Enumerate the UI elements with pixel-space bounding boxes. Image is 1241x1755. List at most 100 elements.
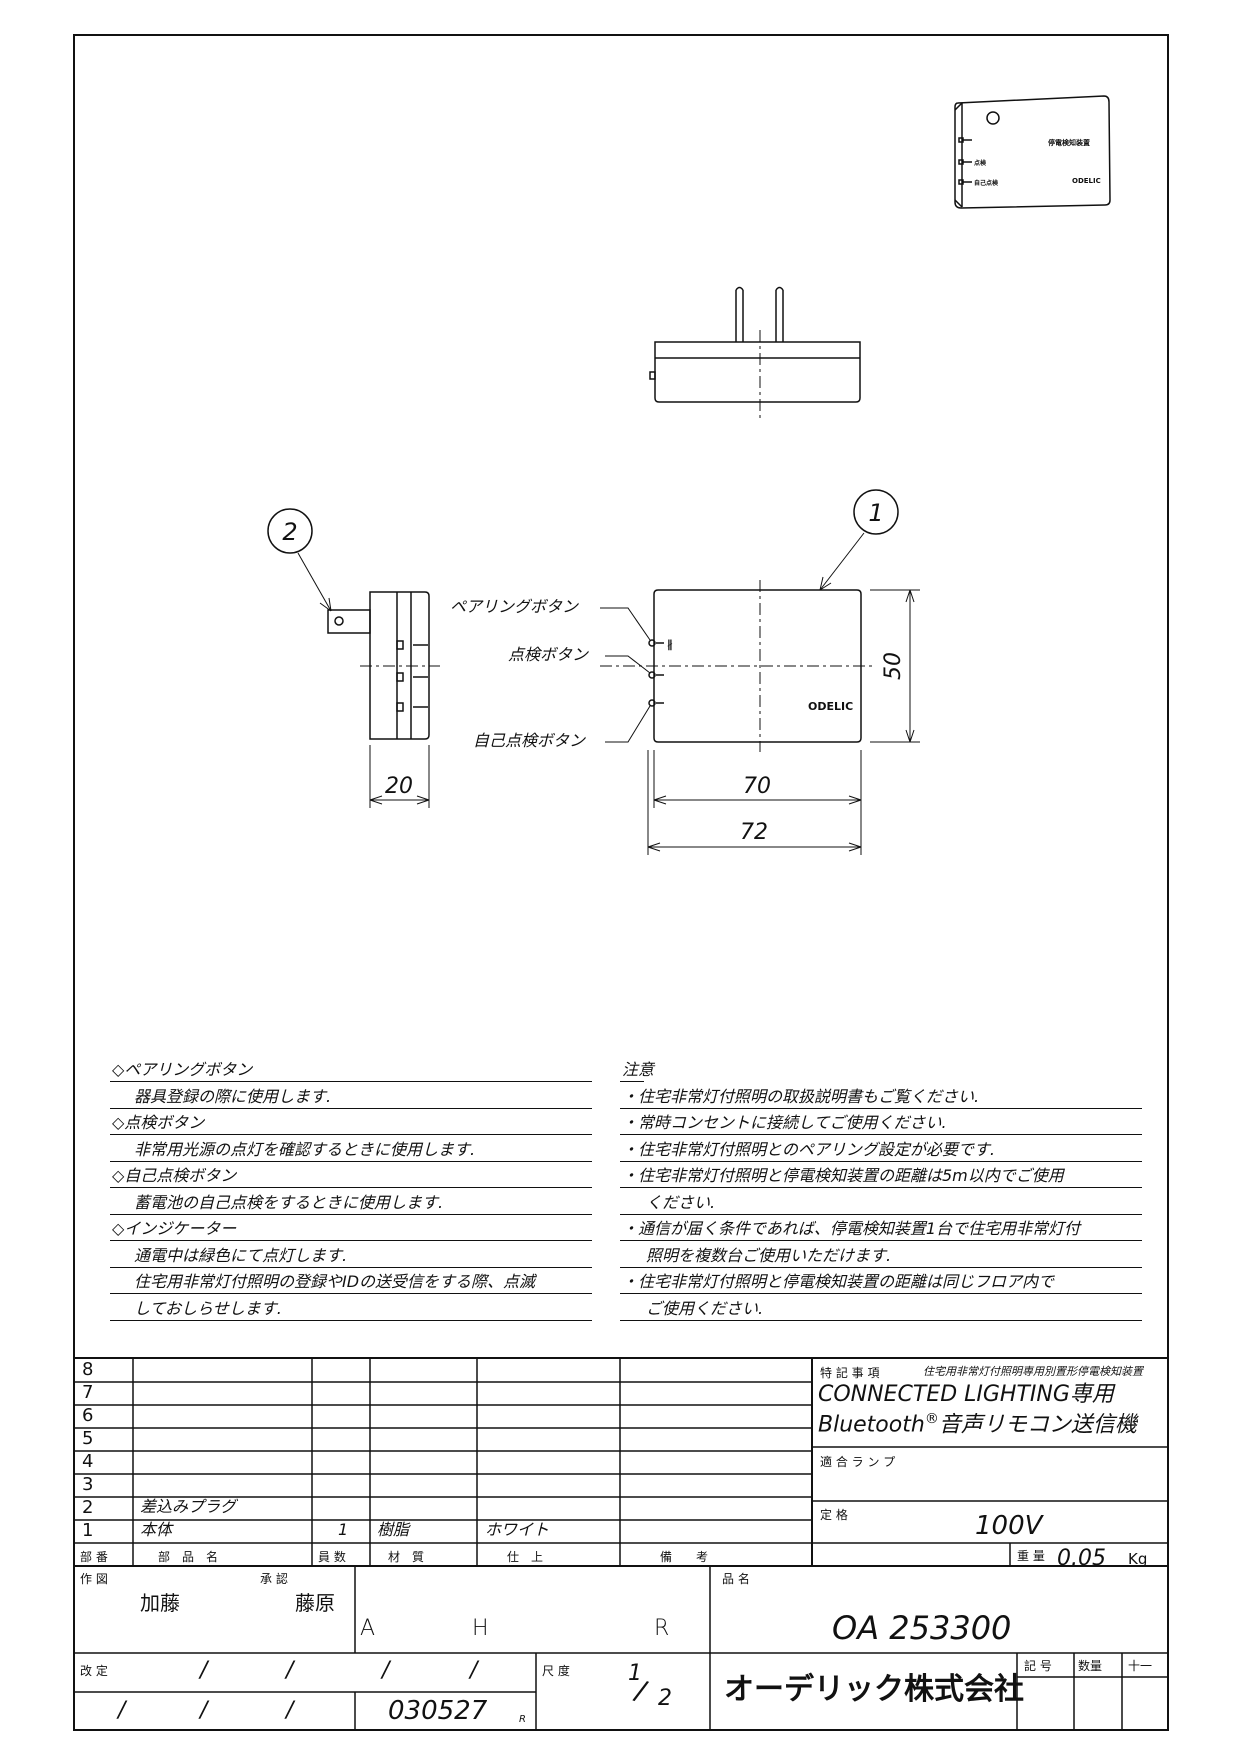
- parts-cell-no: 5: [82, 1428, 94, 1449]
- revision-slash: /: [200, 1698, 208, 1723]
- revision-date: 030527: [388, 1696, 488, 1726]
- code-a: A: [360, 1616, 376, 1641]
- code-h: H: [472, 1616, 489, 1641]
- note-left-line: しておしらせします.: [134, 1298, 282, 1318]
- dim-height: 50: [881, 652, 906, 680]
- note-right-line: ください.: [646, 1192, 716, 1212]
- company-name: オーデリック株式会社: [724, 1672, 1024, 1707]
- note-right-underline: [620, 1134, 1142, 1135]
- revision-label: 改 定: [80, 1664, 108, 1678]
- perspective-check-label: 点検: [974, 159, 987, 167]
- plus-minus-label: 十一: [1128, 1659, 1153, 1673]
- symbol-label: 記 号: [1024, 1659, 1052, 1673]
- scale-numerator: 1: [628, 1661, 642, 1686]
- revision-slash: /: [118, 1698, 126, 1723]
- balloon-1: [853, 489, 899, 535]
- balloon-1-label: 1: [868, 499, 883, 527]
- note-left-underline: [110, 1319, 592, 1321]
- left-view: [327, 591, 440, 808]
- registered-mark: ®: [924, 1411, 939, 1427]
- quantity-label: 数量: [1078, 1659, 1103, 1673]
- pairing-button-callout: ペアリングボタン: [450, 597, 579, 616]
- perspective-view: [954, 95, 1111, 209]
- revision-slash: /: [286, 1658, 294, 1683]
- rating-value: 100V: [975, 1511, 1043, 1541]
- note-left-line: ◇ペアリングボタン: [112, 1060, 253, 1079]
- note-left-line: ◇自己点検ボタン: [112, 1166, 237, 1185]
- note-left-underline: [110, 1107, 592, 1109]
- parts-cell-no: 8: [82, 1359, 94, 1380]
- perspective-self-check-label: 自己点検: [974, 179, 999, 187]
- note-right-underline: [620, 1107, 1142, 1109]
- note-left-underline: [110, 1160, 592, 1162]
- note-right-line: ・常時コンセントに接続してご使用ください.: [622, 1113, 947, 1132]
- dim-width-total: 72: [740, 820, 768, 845]
- header-part-no: 部 番: [80, 1550, 108, 1564]
- header-part-name: 部 品 名: [158, 1550, 219, 1564]
- parts-cell-qty: 1: [338, 1520, 349, 1539]
- weight-value: 0.05: [1057, 1546, 1106, 1571]
- note-left-line: ◇インジケーター: [112, 1219, 237, 1238]
- note-left-line: 非常用光源の点灯を確認するときに使用します.: [134, 1139, 476, 1159]
- note-left-underline: [110, 1240, 592, 1241]
- note-right-line: ・住宅非常灯付照明と停電検知装置の距離は同じフロア内で: [622, 1272, 1055, 1291]
- parts-cell-name: 差込みプラグ: [140, 1497, 237, 1516]
- perspective-device-label: 停電検知装置: [1048, 138, 1090, 147]
- dim-depth: 20: [385, 774, 413, 799]
- product-number: OA 253300: [832, 1609, 1012, 1647]
- note-left-line: 通電中は緑色にて点灯します.: [134, 1245, 348, 1265]
- drawn-label: 作 図: [80, 1572, 108, 1586]
- parts-cell-finish: ホワイト: [485, 1520, 550, 1539]
- special-label: 特 記 事 項: [820, 1366, 880, 1380]
- balloon-2: [267, 508, 313, 554]
- weight-unit: Kg: [1128, 1550, 1148, 1568]
- remote-word: 音声リモコン送信機: [938, 1412, 1137, 1438]
- parts-cell-no: 1: [82, 1520, 94, 1541]
- note-left-line: 器具登録の際に使用します.: [134, 1086, 332, 1106]
- note-left-underline: [110, 1134, 592, 1135]
- note-right-underline: [620, 1319, 1142, 1321]
- note-left-line: 住宅用非常灯付照明の登録やIDの送受信をする際、点滅: [134, 1272, 536, 1291]
- note-right-underline: [620, 1160, 1142, 1162]
- note-left-underline: [110, 1266, 592, 1268]
- bluetooth-word: Bluetooth: [818, 1412, 925, 1438]
- parts-cell-no: 2: [82, 1497, 94, 1518]
- rating-label: 定 格: [820, 1508, 848, 1522]
- product-line-1: CONNECTED LIGHTING専用: [818, 1382, 1114, 1407]
- note-left-line: 蓄電池の自己点検をするときに使用します.: [134, 1192, 444, 1212]
- note-right-underline: [620, 1240, 1142, 1241]
- parts-cell-no: 4: [82, 1451, 94, 1472]
- check-button-callout: 点検ボタン: [508, 645, 589, 664]
- note-right-line: ・住宅非常灯付照明の取扱説明書もご覧ください.: [622, 1086, 980, 1106]
- revision-slash: /: [382, 1658, 390, 1683]
- approved-label: 承 認: [260, 1572, 288, 1586]
- note-right-underline: [620, 1213, 1142, 1215]
- parts-cell-no: 6: [82, 1405, 94, 1426]
- bluetooth-icon: ∦: [667, 638, 673, 651]
- code-r: R: [654, 1616, 670, 1641]
- note-right-line: ・通信が届く条件であれば、停電検知装置1台で住宅用非常灯付: [622, 1219, 1081, 1238]
- header-qty: 員 数: [318, 1550, 346, 1564]
- note-right-line: 照明を複数台ご使用いただけます.: [646, 1245, 892, 1265]
- note-left-underline: [110, 1293, 592, 1294]
- note-left-underline: [110, 1213, 592, 1215]
- special-value: 住宅用非常灯付照明専用別置形停電検知装置: [923, 1365, 1143, 1378]
- parts-cell-material: 樹脂: [377, 1520, 410, 1539]
- note-right-line: ・住宅非常灯付照明と停電検知装置の距離は5m以内でご使用: [622, 1166, 1064, 1185]
- front-view: [600, 580, 920, 855]
- parts-cell-no: 7: [82, 1382, 94, 1403]
- note-right-line: ご使用ください.: [646, 1298, 764, 1318]
- note-right-line: 注意: [622, 1060, 655, 1079]
- parts-cell-name: 本体: [140, 1520, 173, 1539]
- scale-label: 尺 度: [542, 1664, 570, 1678]
- side-view: [649, 286, 861, 420]
- note-right-underline: [620, 1266, 1142, 1268]
- revision-slash: /: [200, 1658, 208, 1683]
- product-line-2: Bluetooth®音声リモコン送信機: [818, 1412, 1137, 1436]
- note-right-underline: [620, 1293, 1142, 1294]
- balloon-2-label: 2: [282, 518, 297, 546]
- weight-label: 重 量: [1017, 1549, 1045, 1563]
- note-right-underline: [620, 1081, 644, 1082]
- note-left-underline: [110, 1187, 592, 1188]
